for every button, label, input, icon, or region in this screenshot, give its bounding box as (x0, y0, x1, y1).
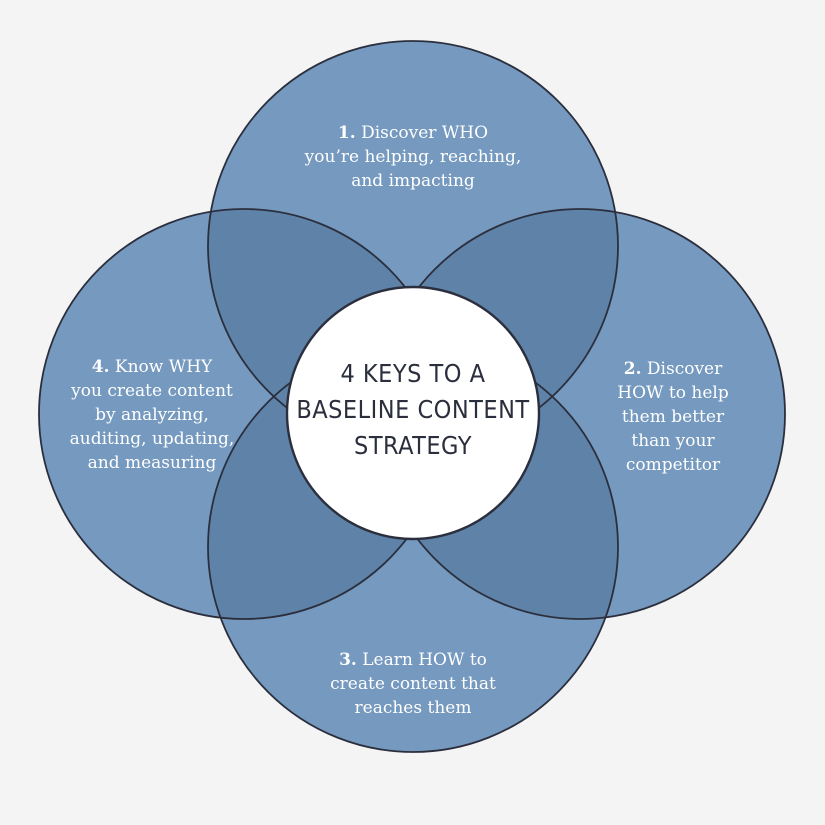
petal-number-bottom: 3. (339, 650, 357, 670)
petal-number-top: 1. (337, 123, 356, 143)
petal-bottom-line-3: reaches them (354, 698, 472, 718)
petal-left-line-3: by analyzing, (95, 405, 209, 425)
petal-right-line-3: them better (621, 407, 725, 427)
center-title: 4 KEYS TO A BASELINE CONTENT STRATEGY (295, 356, 531, 464)
center-circle (285, 285, 541, 541)
petal-left-line-2: you create content (71, 381, 233, 401)
petal-left-line-4: auditing, updating, (69, 429, 235, 449)
petal-right-line-5: competitor (625, 455, 721, 475)
petal-text-left: 4. Know WHY you create content by analyz… (52, 355, 252, 475)
petal-bottom-line-2: create content that (330, 674, 496, 694)
petal-left-line-1: Know WHY (114, 357, 213, 377)
petal-left-line-5: and measuring (87, 453, 217, 473)
petal-number-left: 4. (91, 357, 110, 377)
petal-text-bottom: 3. Learn HOW to create content that reac… (263, 648, 563, 720)
petal-top-line-2: you’re helping, reaching, (304, 147, 522, 167)
center-title-line-1: 4 KEYS TO A (340, 359, 486, 388)
center-title-line-2: BASELINE CONTENT (296, 395, 530, 424)
petal-right-line-4: than your (631, 431, 715, 451)
petal-right-line-1: Discover (646, 359, 723, 379)
petal-bottom-line-1: Learn HOW to (362, 650, 487, 670)
petal-right-line-2: HOW to help (617, 383, 729, 403)
petal-text-right: 2. Discover HOW to help them better than… (583, 357, 763, 477)
petal-top-line-1: Discover WHO (361, 123, 489, 143)
petal-top-line-3: and impacting (351, 171, 475, 191)
center-title-line-3: STRATEGY (354, 431, 472, 460)
petal-text-top: 1. Discover WHO you’re helping, reaching… (263, 121, 563, 193)
petal-number-right: 2. (623, 359, 642, 379)
